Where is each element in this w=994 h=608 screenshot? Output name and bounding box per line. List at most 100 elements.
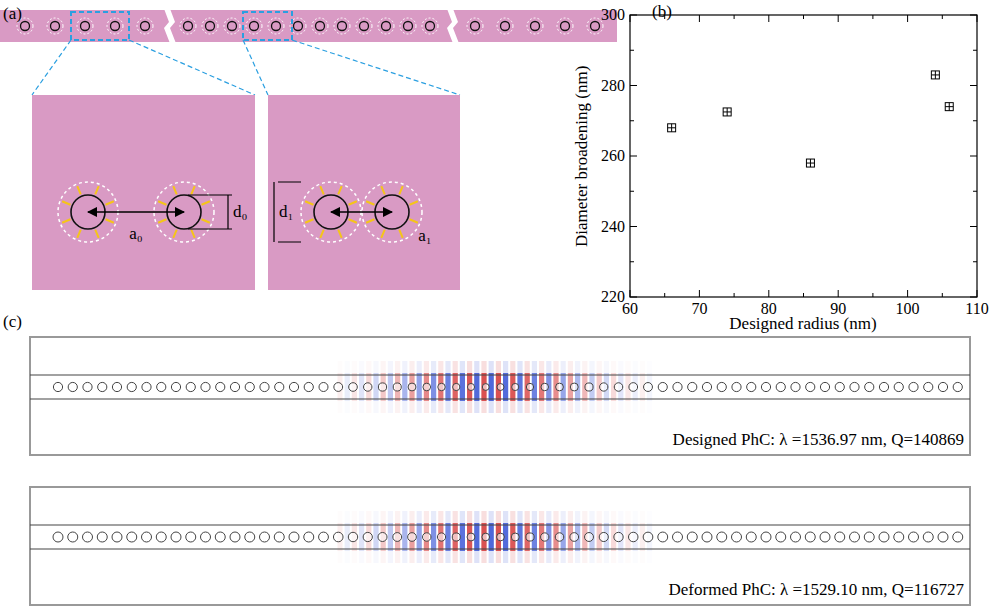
hole — [673, 532, 683, 542]
hole — [171, 532, 181, 542]
hole — [141, 22, 150, 31]
hole — [791, 382, 800, 391]
dimension-line — [274, 182, 301, 242]
hole — [289, 532, 299, 542]
hole — [628, 532, 638, 542]
hole — [614, 383, 623, 392]
tick-label: 110 — [965, 300, 988, 318]
data-marker — [945, 103, 953, 111]
zoom-line — [129, 40, 255, 95]
mode-field — [445, 361, 450, 413]
hole — [776, 382, 785, 391]
hole — [482, 533, 490, 541]
mode-field — [431, 523, 436, 551]
hole — [83, 382, 92, 391]
broadening-spoke — [173, 230, 176, 238]
tick — [973, 50, 977, 51]
hole — [378, 532, 387, 541]
broadening-spoke — [349, 219, 357, 222]
hole — [497, 533, 505, 541]
hole — [275, 382, 284, 391]
hole — [953, 532, 963, 542]
hole — [452, 533, 460, 541]
mode-field — [417, 373, 422, 401]
hole — [142, 382, 151, 391]
zoom-line — [292, 40, 460, 95]
data-marker — [806, 159, 814, 167]
hole — [142, 532, 152, 542]
hole — [879, 532, 889, 542]
tick — [973, 191, 977, 192]
broadened-hole — [180, 18, 196, 34]
hole — [21, 22, 30, 31]
tick — [977, 290, 978, 297]
hole — [53, 382, 62, 391]
hole — [201, 382, 210, 391]
hole — [643, 532, 653, 542]
hole — [599, 532, 608, 541]
dimension-label: d₀ — [233, 203, 247, 222]
tick — [734, 293, 735, 297]
mode-field — [417, 361, 422, 413]
hole — [206, 22, 215, 31]
hole — [111, 22, 120, 31]
tick — [977, 15, 978, 22]
broadened-hole — [422, 18, 438, 34]
broadened-hole — [77, 18, 93, 34]
broadened-hole — [47, 18, 63, 34]
tick-label: 280 — [601, 77, 625, 95]
broadening-spoke — [366, 201, 374, 204]
hole — [112, 382, 121, 391]
tick — [872, 15, 873, 19]
hole — [157, 382, 166, 391]
hole — [953, 382, 962, 391]
hole — [360, 22, 369, 31]
tick — [907, 290, 908, 297]
hole — [378, 383, 386, 391]
mode-field — [388, 361, 393, 413]
hole — [791, 532, 801, 542]
axis-title: Designed radius (nm) — [729, 315, 876, 334]
hole — [68, 382, 77, 391]
tick — [630, 85, 637, 86]
tick — [838, 290, 839, 297]
hole — [717, 382, 726, 391]
hole — [81, 22, 90, 31]
broadened-hole — [268, 18, 284, 34]
hole — [658, 382, 667, 391]
hole — [98, 382, 107, 391]
hole — [316, 22, 325, 31]
tick — [970, 85, 977, 86]
hole — [702, 532, 712, 542]
broadened-hole — [224, 18, 240, 34]
hole — [644, 383, 653, 392]
mode-field — [460, 373, 465, 401]
broadening-spoke — [106, 201, 114, 204]
hole — [382, 22, 391, 31]
hole — [304, 382, 313, 391]
hole — [171, 382, 180, 391]
broadening-spoke — [320, 230, 323, 238]
broadening-spoke — [202, 201, 210, 204]
hole — [423, 383, 431, 391]
broadened-hole — [527, 18, 543, 34]
broadening-spoke — [320, 186, 323, 194]
waveguide-edge — [30, 398, 970, 399]
hole — [426, 22, 435, 31]
hole — [702, 382, 711, 391]
hole — [112, 532, 122, 542]
tick — [630, 156, 637, 157]
hole — [938, 382, 947, 391]
tick — [630, 226, 637, 227]
hole — [600, 383, 608, 391]
hole — [732, 532, 742, 542]
hole — [732, 382, 741, 391]
broadening-spoke — [381, 230, 384, 238]
mode-caption: Designed PhC: λ =1536.97 nm, Q=140869 — [673, 431, 964, 450]
dimension-label: a₀ — [129, 225, 142, 244]
hole — [348, 532, 357, 541]
panel-frame — [30, 487, 970, 605]
hole — [924, 382, 933, 391]
hole — [216, 382, 225, 391]
hole — [453, 383, 460, 390]
